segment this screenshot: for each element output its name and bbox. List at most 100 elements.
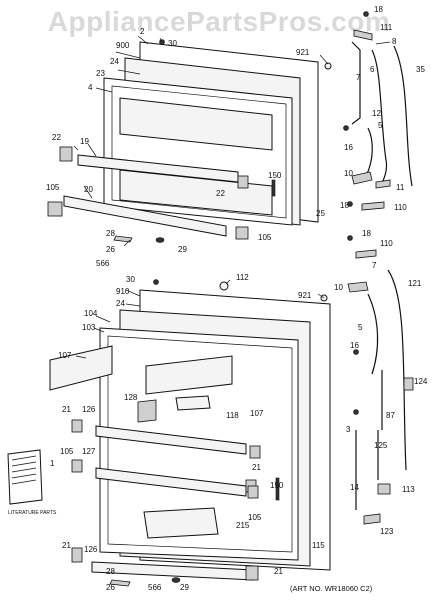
fresh-food-handle-bracket-5[interactable] <box>367 293 379 375</box>
freezer-handle-bracket[interactable] <box>365 127 373 177</box>
freezer-bottom-shelf-bar[interactable] <box>63 195 227 237</box>
fresh-food-top-screw[interactable] <box>153 279 159 285</box>
freezer-handle-6[interactable] <box>371 49 388 187</box>
egg-tray[interactable] <box>175 395 211 411</box>
freezer-screw-150[interactable] <box>271 179 276 197</box>
callout-112: 112 <box>236 273 249 282</box>
callout-21-b: 21 <box>252 463 261 472</box>
callout-29-top: 29 <box>178 245 187 254</box>
freezer-bar-end-left[interactable] <box>47 201 63 217</box>
shelf-clip-21e[interactable] <box>245 565 259 581</box>
fresh-food-door-plug[interactable] <box>171 577 181 583</box>
shelf-clip-105b[interactable] <box>71 459 83 473</box>
freezer-door-plug[interactable] <box>155 237 165 243</box>
freezer-door-stop[interactable] <box>113 235 133 243</box>
callout-14: 14 <box>350 483 359 492</box>
callout-35: 35 <box>416 65 425 74</box>
callout-11: 11 <box>396 183 405 192</box>
freezer-bar-end-right[interactable] <box>235 226 249 240</box>
freezer-screw-16[interactable] <box>343 125 349 131</box>
callout-104: 104 <box>84 309 98 318</box>
callout-10-top: 10 <box>344 169 353 178</box>
callout-910: 910 <box>116 287 130 296</box>
callout-24-top: 24 <box>110 57 119 66</box>
shelf-clip-105c[interactable] <box>247 485 259 499</box>
callout-126-a: 126 <box>82 405 96 414</box>
dairy-door-right[interactable] <box>145 355 233 395</box>
shelf-clip-21a[interactable] <box>71 419 83 433</box>
freezer-handle-35[interactable] <box>393 45 413 187</box>
freezer-hinge-110[interactable] <box>361 201 385 211</box>
callout-19: 19 <box>80 137 89 146</box>
callout-16-top: 16 <box>344 143 353 152</box>
fresh-food-shelf-bar-126a[interactable] <box>95 425 247 455</box>
callout-87: 87 <box>386 411 395 420</box>
center-hinge-110[interactable] <box>355 249 377 259</box>
bracket-128[interactable] <box>137 399 157 423</box>
bottom-hinge-123[interactable] <box>363 513 381 525</box>
callout-113: 113 <box>402 485 415 494</box>
freezer-shelf-bracket-left[interactable] <box>59 146 73 162</box>
fresh-food-handle-121[interactable] <box>387 269 407 471</box>
callout-18-mid: 18 <box>340 201 349 210</box>
callout-105-b: 105 <box>60 447 74 456</box>
freezer-door-assembly <box>47 11 413 243</box>
callout-7-b: 7 <box>372 261 377 270</box>
callout-105-top: 105 <box>46 183 60 192</box>
callout-30-b: 30 <box>126 275 135 284</box>
center-hinge-10[interactable] <box>347 281 369 293</box>
callout-110-top: 110 <box>394 203 407 212</box>
freezer-top-plug[interactable] <box>324 62 332 70</box>
freezer-shelf-bin-upper[interactable] <box>119 97 273 151</box>
fresh-food-screw-16[interactable] <box>353 349 359 355</box>
hinge-screw-18b[interactable] <box>347 235 353 241</box>
callout-30-top: 30 <box>168 39 177 48</box>
callout-4: 4 <box>88 83 93 92</box>
callout-150-b: 150 <box>270 481 284 490</box>
freezer-shelf-bracket-right[interactable] <box>237 175 249 189</box>
callout-566-top: 566 <box>96 259 110 268</box>
literature-booklet[interactable] <box>7 449 43 505</box>
callout-24-b: 24 <box>116 299 125 308</box>
callout-labels: 18 111 2 30 900 921 24 8 6 35 23 4 7 12 … <box>46 5 428 592</box>
freezer-handle-8[interactable] <box>375 41 391 45</box>
callout-26-top: 26 <box>106 245 115 254</box>
end-cap-113[interactable] <box>377 483 391 495</box>
fresh-food-door-stop[interactable] <box>109 579 131 587</box>
callout-28-top: 28 <box>106 229 115 238</box>
freezer-hinge-10[interactable] <box>351 171 373 185</box>
callout-16-b: 16 <box>350 341 359 350</box>
freezer-hinge-pin-11[interactable] <box>375 179 391 189</box>
freezer-screw-18-mid[interactable] <box>347 201 353 207</box>
end-cap-124[interactable] <box>403 377 414 391</box>
callout-121: 121 <box>408 279 422 288</box>
door-bin-215[interactable] <box>143 507 219 539</box>
callout-1: 1 <box>50 459 55 468</box>
callout-125: 125 <box>374 441 388 450</box>
screw-3[interactable] <box>353 409 359 415</box>
callout-110-b: 110 <box>380 239 393 248</box>
fresh-food-screw-150[interactable] <box>275 477 280 501</box>
callout-115: 115 <box>312 541 325 550</box>
callout-23: 23 <box>96 69 105 78</box>
callout-107-right: 107 <box>250 409 264 418</box>
fresh-food-door-assembly <box>49 235 414 587</box>
callout-12: 12 <box>372 109 381 118</box>
callout-150-top: 150 <box>268 171 282 180</box>
callout-107-left: 107 <box>58 351 72 360</box>
callout-118: 118 <box>226 411 239 420</box>
callout-21-d: 21 <box>274 567 283 576</box>
freezer-hinge-screw[interactable] <box>363 11 369 17</box>
callout-123: 123 <box>380 527 394 536</box>
dairy-door-left[interactable] <box>49 345 113 391</box>
callout-900: 900 <box>116 41 130 50</box>
callout-10-b: 10 <box>334 283 343 292</box>
fresh-food-shelf-bar-127[interactable] <box>95 467 247 497</box>
shelf-clip-21d[interactable] <box>71 547 83 563</box>
callout-105-right: 105 <box>258 233 272 242</box>
freezer-handle-trim-12[interactable] <box>351 41 361 125</box>
callout-22-mid: 22 <box>216 189 225 198</box>
shelf-clip-21b[interactable] <box>249 445 261 459</box>
freezer-top-hinge[interactable] <box>353 29 373 41</box>
